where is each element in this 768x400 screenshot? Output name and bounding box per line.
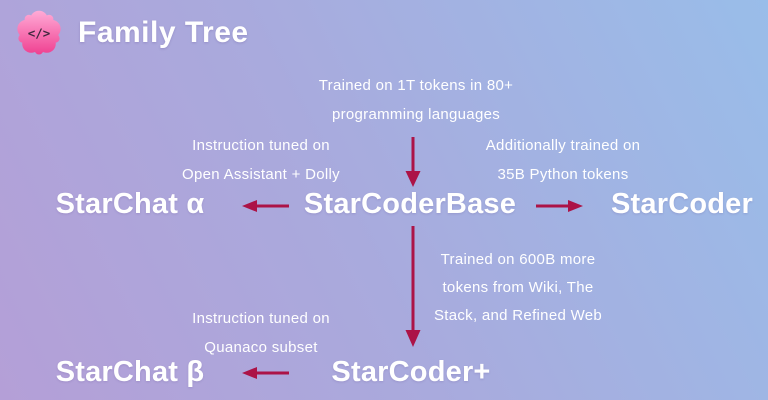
annotation-line: programming languages — [331, 106, 501, 123]
node-starcoder-plus: StarCoder+ — [331, 356, 491, 388]
node-starchat-alpha: StarChat α — [55, 188, 205, 220]
annotation-line: Quanaco subset — [204, 339, 318, 356]
annotation-line: Instruction tuned on — [192, 137, 330, 154]
annotation-line: 35B Python tokens — [497, 166, 629, 183]
annotation-line: Stack, and Refined Web — [433, 307, 603, 324]
annotation-pretraining: Trained on 1T tokens in 80+ programming … — [319, 71, 513, 129]
arrow-down-starcoderbase-to-starcoder-plus — [405, 226, 421, 347]
header: </> Family Tree — [14, 8, 249, 58]
arrow-down-pretraining-to-starcoderbase — [405, 137, 421, 187]
arrow-left-starcoder-plus-to-starchat-beta — [242, 367, 289, 379]
code-flower-icon: </> — [17, 10, 61, 55]
annotation-line: Trained on 1T tokens in 80+ — [318, 77, 514, 94]
node-starcoderbase: StarCoderBase — [303, 188, 517, 220]
node-starchat-beta: StarChat β — [55, 356, 205, 388]
annotation-line: Open Assistant + Dolly — [182, 166, 340, 183]
annotation-line: Instruction tuned on — [192, 310, 330, 327]
page-title: Family Tree — [78, 16, 249, 49]
annotation-line: Additionally trained on — [485, 137, 641, 154]
arrow-right-starcoderbase-to-starcoder — [536, 200, 583, 212]
annotation-line: Trained on 600B more — [440, 251, 596, 268]
annotation-starchat-alpha-tuning: Instruction tuned on Open Assistant + Do… — [182, 131, 340, 189]
code-glyph: </> — [28, 26, 51, 41]
annotation-starchat-beta-tuning: Instruction tuned on Quanaco subset — [192, 304, 330, 362]
arrow-left-starcoderbase-to-starchat-alpha — [242, 200, 289, 212]
node-starcoder: StarCoder — [611, 188, 753, 220]
annotation-starcoder-plus-training: Trained on 600B more tokens from Wiki, T… — [434, 246, 602, 330]
annotation-line: tokens from Wiki, The — [442, 279, 594, 296]
annotation-starcoder-training: Additionally trained on 35B Python token… — [486, 131, 641, 189]
